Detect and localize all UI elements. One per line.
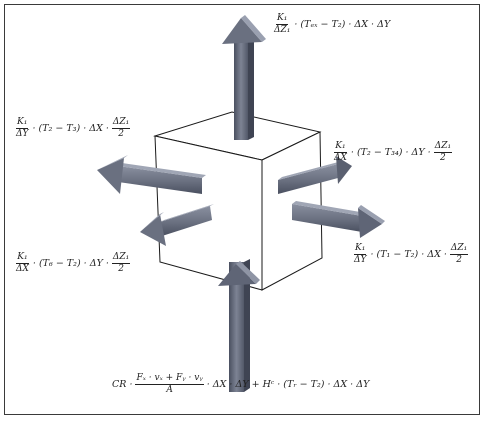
equation-upper-left: K₁ ΔY · (T₂ − T₃) · ΔX · ΔZ₁ 2 [14, 118, 131, 139]
fraction: ΔZ₁ 2 [111, 117, 131, 139]
arrow-bottom [218, 259, 260, 392]
arrow-lower-left [140, 204, 214, 246]
fraction: ΔZ₁ 2 [449, 243, 469, 265]
equation-lower-right: K₁ ΔY · (T₁ − T₂) · ΔX · ΔZ₁ 2 [352, 244, 469, 265]
fraction: K₁ ΔY [16, 117, 29, 139]
arrow-upper-right [278, 156, 352, 194]
equation-text: · (Tₑₓ − T₂) · ΔX · ΔY [294, 18, 391, 30]
equation-text: · (T₂ − T₃₄) · ΔY · [350, 146, 431, 158]
fraction: K₁ ΔX [334, 141, 347, 163]
fraction: K₁ ΔY [354, 243, 367, 265]
fraction: ΔZ₁ 2 [111, 252, 131, 274]
fraction: ΔZ₁ 2 [433, 141, 453, 163]
arrow-lower-right [292, 201, 385, 238]
fraction: Fₓ · vₓ + Fᵧ · vᵧ A [135, 373, 204, 395]
arrow-upper-left [97, 155, 206, 194]
equation-upper-right: K₁ ΔX · (T₂ − T₃₄) · ΔY · ΔZ₁ 2 [332, 142, 453, 163]
equation-bottom: CR · Fₓ · vₓ + Fᵧ · vᵧ A · ΔX · ΔY + Hᶜ … [112, 374, 369, 395]
equation-text: · ΔX · ΔY + Hᶜ · (Tᵣ − T₂) · ΔX · ΔY [206, 378, 370, 390]
fraction: K₁ ΔX [16, 252, 29, 274]
equation-prefix: CR · [112, 378, 133, 390]
equation-text: · (T₂ − T₃) · ΔX · [32, 122, 109, 134]
equation-lower-left: K₁ ΔX · (T₆ − T₂) · ΔY · ΔZ₁ 2 [14, 253, 131, 274]
equation-top: K₁ ΔZ₁ · (Tₑₓ − T₂) · ΔX · ΔY [272, 14, 390, 35]
equation-text: · (T₁ − T₂) · ΔX · [370, 248, 447, 260]
arrow-top [222, 15, 266, 140]
equation-text: · (T₆ − T₂) · ΔY · [32, 257, 109, 269]
fraction: K₁ ΔZ₁ [274, 13, 291, 35]
